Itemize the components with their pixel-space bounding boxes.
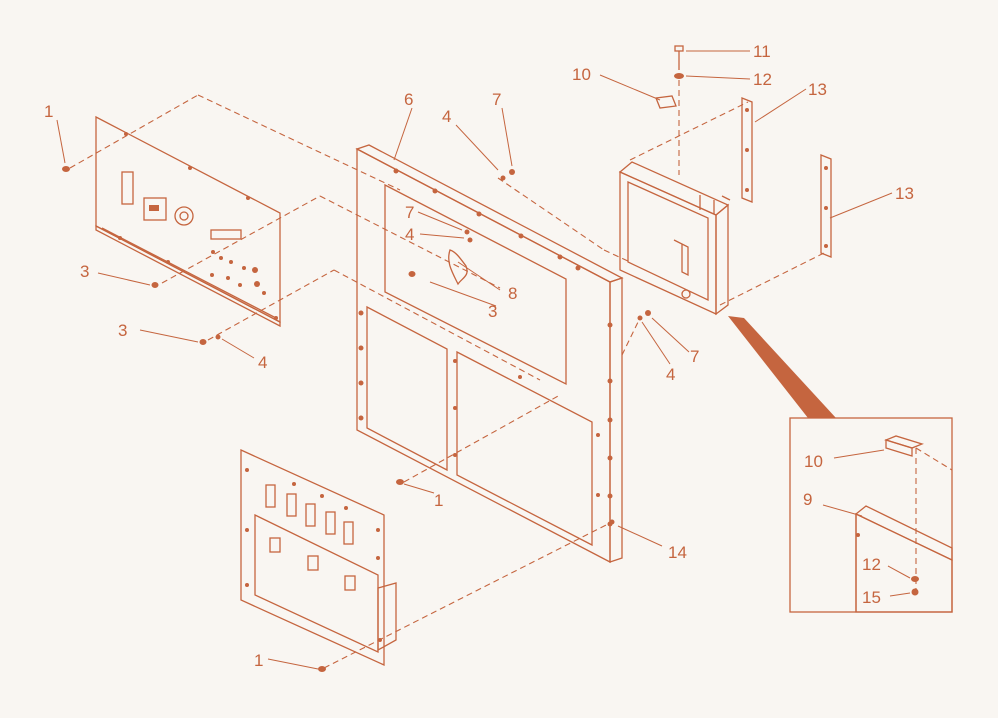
callout-1-center: 1 <box>434 491 443 510</box>
callout-12-top: 12 <box>753 70 772 89</box>
callout-labels: 1 3 3 4 6 4 7 7 4 8 3 7 4 10 11 12 13 13… <box>44 42 914 670</box>
callout-11: 11 <box>753 42 771 61</box>
callout-7-top: 7 <box>492 90 501 109</box>
detail-inset <box>728 316 953 613</box>
callout-12-detail: 12 <box>862 555 881 574</box>
callout-4-right: 4 <box>666 365 675 384</box>
callout-14: 14 <box>668 543 687 562</box>
callout-15: 15 <box>862 588 881 607</box>
center-frame <box>355 144 624 564</box>
upper-control-panel <box>95 115 281 328</box>
fasteners <box>62 166 651 672</box>
right-bracket-upper <box>741 97 753 203</box>
lower-panel <box>240 448 397 667</box>
callout-3-upper: 3 <box>80 262 89 281</box>
leader-lines <box>56 50 893 670</box>
callout-10-detail: 10 <box>804 452 823 471</box>
callout-10-top: 10 <box>572 65 591 84</box>
right-bracket-lower <box>820 154 832 258</box>
callout-9: 9 <box>803 490 812 509</box>
callout-3-center: 3 <box>488 302 497 321</box>
callout-1-top: 1 <box>44 102 53 121</box>
callout-13-lower: 13 <box>895 184 914 203</box>
callout-4-top: 4 <box>442 107 451 126</box>
assembly-lines <box>69 80 953 669</box>
callout-7-right: 7 <box>690 347 699 366</box>
right-enclosure <box>618 161 731 316</box>
callout-1-bottom: 1 <box>254 651 263 670</box>
bolt-11 <box>674 45 684 79</box>
callout-6: 6 <box>404 90 413 109</box>
clip-10 <box>655 95 677 109</box>
callout-4-left: 4 <box>258 353 267 372</box>
callout-7-mid: 7 <box>405 203 414 222</box>
callout-4-mid: 4 <box>405 225 414 244</box>
callout-8: 8 <box>508 284 517 303</box>
callout-13-upper: 13 <box>808 80 827 99</box>
callout-3-lower: 3 <box>118 321 127 340</box>
